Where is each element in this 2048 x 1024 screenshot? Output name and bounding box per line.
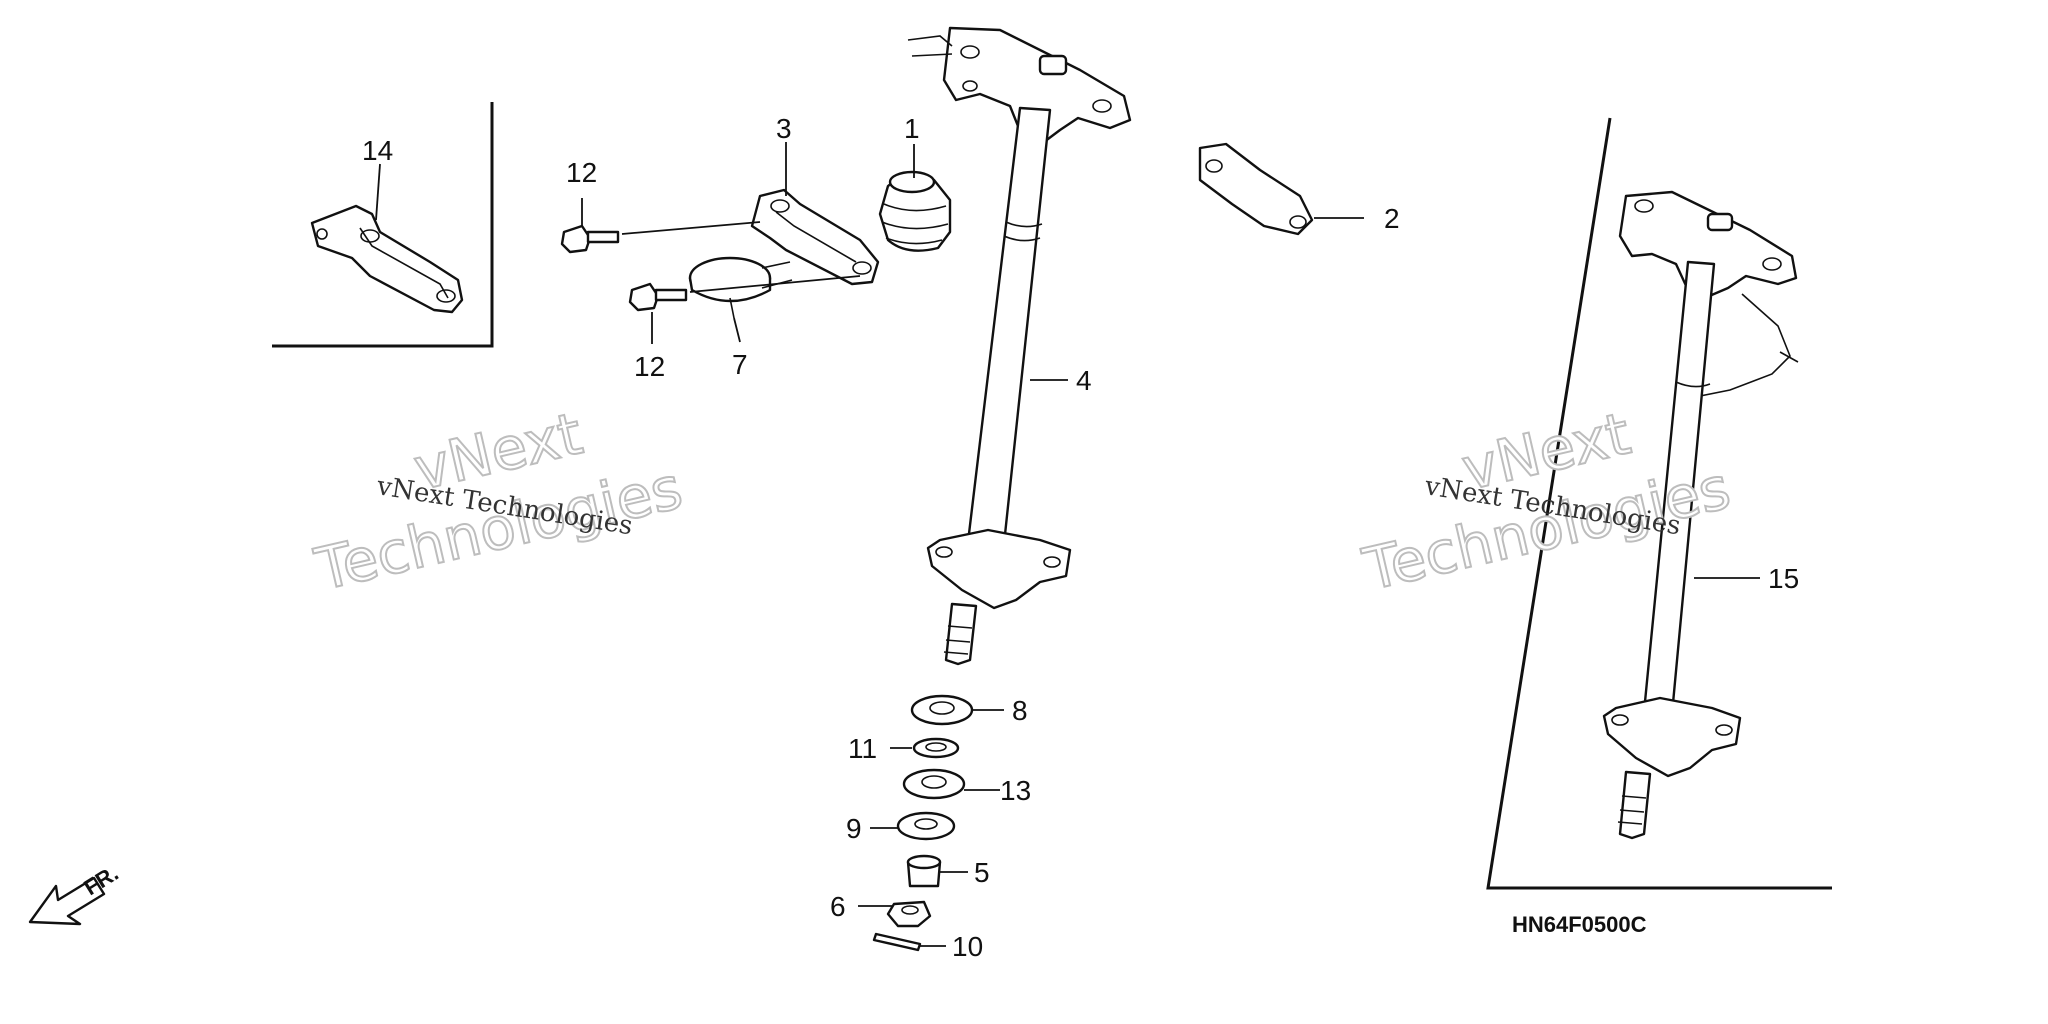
arrow-icon <box>28 876 106 926</box>
callout-15: 15 <box>1768 563 1799 594</box>
part-12-bolt-upper[interactable] <box>560 224 620 254</box>
callout-14: 14 <box>362 135 393 166</box>
watermark-left: vNext Technologies vNext Technologies <box>308 398 689 605</box>
leader-lines <box>375 142 1760 947</box>
callout-9: 9 <box>846 813 862 844</box>
part-8-bearing[interactable] <box>910 694 974 726</box>
callout-8: 8 <box>1012 695 1028 726</box>
part-9-seal[interactable] <box>896 811 956 841</box>
part-6-nut[interactable] <box>886 900 932 928</box>
part-13-bearing[interactable] <box>902 768 966 800</box>
part-5-collar[interactable] <box>906 854 942 888</box>
callout-10: 10 <box>952 931 983 962</box>
callout-1: 1 <box>904 113 920 144</box>
callout-3: 3 <box>776 113 792 144</box>
callout-12-upper: 12 <box>566 157 597 188</box>
callout-7: 7 <box>732 349 748 380</box>
part-10-cotter-pin[interactable] <box>872 932 922 952</box>
front-direction-arrow: FR. <box>28 860 123 926</box>
callout-13: 13 <box>1000 775 1031 806</box>
part-12-bolt-lower[interactable] <box>628 282 688 312</box>
callout-5: 5 <box>974 857 990 888</box>
part-11-seal[interactable] <box>912 737 960 759</box>
part-4-steering-shaft[interactable] <box>907 26 1132 666</box>
inset-frame-14 <box>272 102 494 348</box>
callout-4: 4 <box>1076 365 1092 396</box>
part-2-plate[interactable] <box>1198 142 1314 236</box>
part-15-steering-shaft[interactable] <box>1602 190 1799 840</box>
inset-frame-15 <box>1486 117 1832 890</box>
part-3-bracket[interactable] <box>750 188 880 286</box>
part-1-boot[interactable] <box>878 170 952 252</box>
callout-2: 2 <box>1384 203 1400 234</box>
callout-11: 11 <box>848 733 877 764</box>
part-14-bracket[interactable] <box>310 204 464 314</box>
callout-labels: 1 2 3 4 5 6 7 8 9 10 11 12 12 13 14 15 <box>362 113 1799 962</box>
callout-12-lower: 12 <box>634 351 665 382</box>
callout-6: 6 <box>830 891 846 922</box>
diagram-code: HN64F0500C <box>1512 912 1647 937</box>
